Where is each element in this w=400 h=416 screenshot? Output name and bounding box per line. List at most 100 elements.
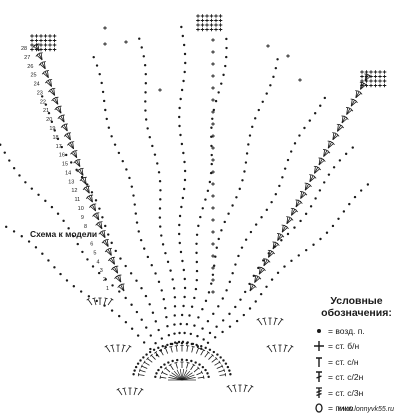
chain-stitch: [201, 365, 205, 369]
legend-row-treble-crochet: = ст. с/3н: [313, 385, 400, 401]
chain-stitch: [212, 264, 216, 267]
row-number: 1: [106, 286, 109, 292]
chain-stitch: [182, 268, 186, 272]
row-number: 27: [24, 55, 30, 61]
single-crochet-stitch: [211, 74, 215, 78]
chain-stitch: [344, 152, 348, 156]
chain-stitch: [159, 365, 163, 369]
chain-stitch: [128, 176, 131, 180]
chain-stitch: [259, 292, 263, 296]
stitch-top: [169, 345, 173, 348]
chain-stitch: [211, 273, 215, 276]
double-crochet-stitch: [87, 186, 90, 194]
chain-stitch: [331, 224, 335, 228]
double-crochet-stitch: [36, 54, 43, 61]
chain-stitch: [231, 272, 234, 275]
single-crochet-stitch: [205, 14, 209, 18]
single-crochet-stitch: [373, 74, 378, 79]
double-crochet-stitch: [91, 204, 97, 212]
chain-stitch: [182, 79, 185, 83]
single-crochet-stitch: [218, 14, 223, 18]
chain-stitch: [254, 117, 257, 120]
double-crochet-stitch: [287, 345, 293, 353]
single-crochet-stitch: [211, 62, 215, 66]
single-crochet-stitch: [373, 83, 378, 88]
chain-stitch: [225, 289, 228, 292]
chain-stitch: [208, 180, 212, 184]
chain-stitch: [171, 359, 174, 363]
chain-stitch: [50, 205, 54, 209]
stitch-top: [110, 297, 114, 301]
chain-stitch: [180, 142, 184, 146]
chain-stitch: [243, 290, 247, 294]
double-crochet-stitch: [72, 141, 75, 149]
chain-stitch: [201, 327, 204, 330]
double-crochet-stitch: [56, 97, 59, 105]
chain-stitch: [240, 246, 244, 249]
double-crochet-stitch: [49, 90, 56, 96]
double-crochet-stitch: [81, 168, 84, 176]
double-crochet-stitch: [46, 81, 52, 87]
chain-stitch: [257, 266, 260, 270]
stitch-top: [262, 317, 266, 320]
double-crochet-stitch: [99, 232, 106, 238]
single-crochet-stitch: [39, 47, 43, 52]
double-crochet-stitch: [138, 374, 145, 376]
double-crochet-stitch: [85, 186, 90, 194]
chain-stitch: [312, 243, 315, 246]
chain-stitch: [199, 215, 202, 219]
double-crochet-stitch: [115, 277, 122, 283]
double-crochet-stitch: [41, 62, 46, 69]
double-crochet-stitch: [90, 206, 96, 212]
treble-crochet-icon: [316, 387, 322, 398]
chain-stitch: [62, 219, 65, 223]
stitch-top: [159, 375, 161, 379]
double-crochet-stitch: [318, 158, 323, 166]
stitch-top: [272, 344, 276, 347]
chain-stitch: [53, 129, 56, 132]
double-crochet-stitch: [125, 345, 131, 353]
chain-stitch: [181, 34, 185, 38]
double-crochet-stitch: [295, 202, 302, 208]
double-crochet-stitch: [50, 79, 52, 87]
double-crochet-stitch: [309, 176, 316, 183]
stitch-top: [232, 384, 236, 387]
double-crochet-stitch: [350, 101, 357, 107]
chain-stitch: [185, 323, 189, 326]
double-crochet-stitch: [113, 266, 119, 274]
chain-stitch: [200, 347, 203, 350]
double-crochet-stitch: [78, 159, 81, 167]
double-crochet-stitch: [64, 134, 71, 141]
chain-stitch: [178, 106, 181, 110]
single-crochet-stitch: [378, 79, 382, 83]
stitch-top: [290, 217, 294, 221]
chain-stitch: [332, 166, 336, 169]
single-crochet-stitch: [43, 34, 48, 38]
double-crochet-stitch: [214, 361, 220, 366]
double-crochet-stitch: [216, 365, 223, 369]
stitch-top: [336, 133, 340, 137]
chain-stitch: [359, 189, 363, 192]
chain-stitch: [337, 217, 340, 221]
chain-stitch: [142, 341, 146, 344]
chain-stitch: [41, 252, 44, 255]
row-number: 24: [34, 82, 40, 88]
single-crochet-stitch: [214, 23, 218, 27]
single-crochet-stitch: [34, 43, 39, 47]
chain-stitch: [8, 159, 11, 162]
chain-stitch: [173, 305, 177, 308]
chain-stitch: [145, 353, 148, 356]
chain-stitch: [212, 312, 215, 316]
chain-stitch: [204, 368, 207, 372]
row-number: 5: [93, 250, 96, 256]
chain-stitch: [195, 233, 199, 236]
chain-stitch: [228, 280, 232, 284]
stitch-top: [104, 344, 108, 348]
stitch-top: [341, 125, 345, 129]
double-crochet-stitch: [304, 183, 307, 191]
chain-stitch: [305, 248, 308, 252]
chain-stitch: [351, 146, 354, 149]
chain-stitch: [159, 198, 162, 201]
double-crochet-stitch: [119, 275, 122, 283]
chain-stitch: [130, 303, 133, 306]
